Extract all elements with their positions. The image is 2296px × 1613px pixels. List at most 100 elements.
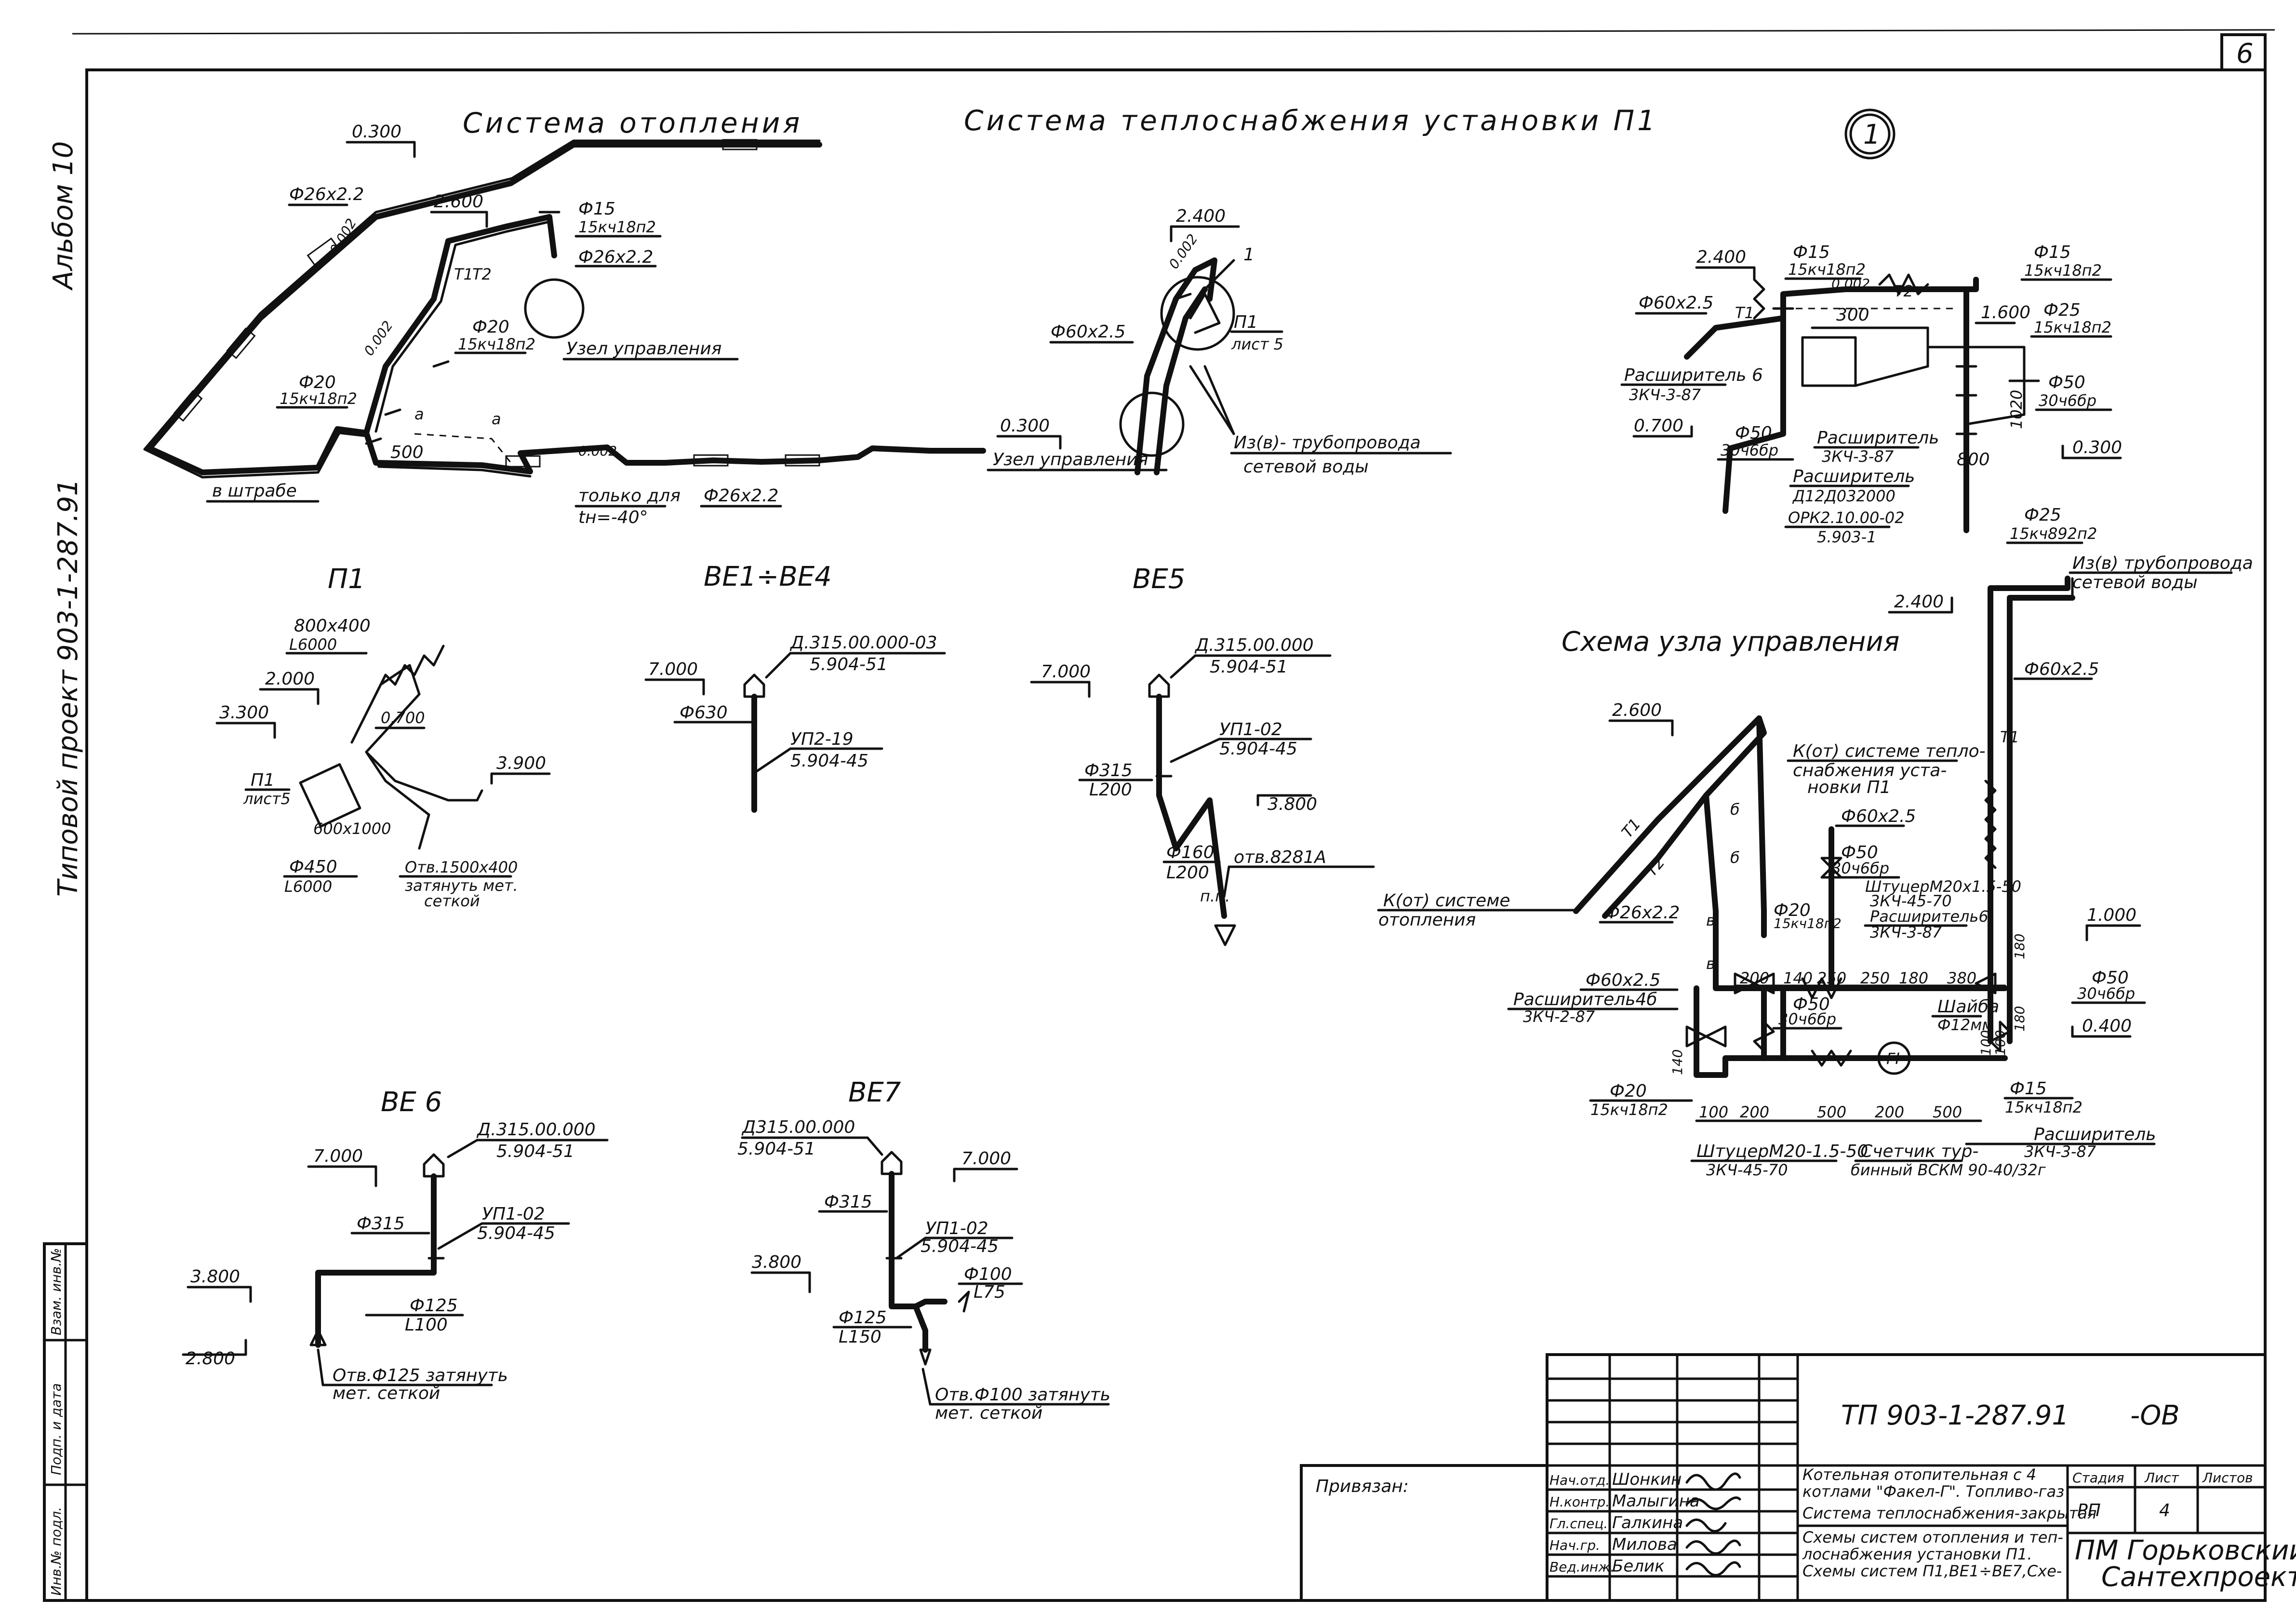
node-t2b: Т2 [1642,853,1669,880]
supply-d60: Ф60х2.5 [1051,322,1125,342]
node-net-water: сетевой воды [2072,573,2198,592]
detail-d15b: Ф15 [2034,242,2071,262]
be6-elev: 7.000 [313,1146,363,1166]
node-t1: Т1 [2000,728,2019,746]
node-marker: 1 [1844,108,1896,160]
be7-hole-2: мет. сеткой [935,1403,1042,1423]
supply-p1: П1 [1234,312,1258,332]
node-bot-dim-1: 200 [1740,1103,1769,1121]
sheet-frame: 6 [72,29,2275,1602]
heating-d20b-valve: 15кч18п2 [280,390,357,408]
desc-4: Схемы систем отопления и теп- [1802,1528,2063,1546]
heating-t1: Т1 [454,265,473,283]
titleblock-suffix: -ОВ [2130,1400,2180,1431]
node-exp4: Расширитель4б [1513,990,1657,1009]
elev-2600: 2.600 [434,192,483,212]
be5-d160: Ф160 [1166,843,1215,862]
be5-elev-3800: 3.800 [1268,794,1317,814]
detail-d50: Ф50 [2048,373,2085,392]
node-dim-3: 250 [1860,969,1890,987]
be5-d315b: L200 [1089,780,1132,800]
detail-d60: Ф60х2.5 [1639,293,1713,313]
be14-up: УП2-19 [790,729,854,749]
node-dim-180b: 180 [2012,1006,2028,1032]
node-washer: Шайба [1937,997,1999,1017]
stamp-col-1: Взам. инв.№ [48,1248,64,1335]
node-dim-180: 180 [2012,934,2028,959]
node-elev-2400: 2.400 [1894,592,1944,612]
name-5: Белик [1612,1557,1665,1576]
detail-t1: Т1 [1735,304,1754,322]
be14-up-2: 5.904-45 [790,751,868,771]
node-bot-dim-4: 500 [1933,1103,1962,1121]
node-exp6: Расширитель6 [1870,907,1989,926]
be5-scheme: ВЕ5 7.000 Д.315.00.000 5.904-51 УП1-02 5… [1030,564,1375,946]
org-line-2: Сантехпроект [2101,1561,2296,1593]
be6-d125: Ф125 [410,1296,458,1316]
node-d20-valve: 15кч18п2 [1774,915,1842,931]
sheets-header: Листов [2202,1470,2253,1486]
node-d50: Ф50 [1841,843,1878,862]
node-d20b-valve: 15кч18п2 [1590,1101,1668,1119]
be6-up-2: 5.904-45 [477,1223,555,1243]
node-exp-end: Расширитель [2034,1125,2156,1144]
p1-d450: Ф450 [289,857,337,877]
p1-size-1b: L6000 [289,635,337,654]
detail-d25: Ф25 [2043,300,2081,320]
be14-elev: 7.000 [648,659,698,679]
node-elev-0400: 0.400 [2082,1016,2132,1036]
node-k-heat-2: отопления [1378,910,1476,930]
node-dim-140: 140 [1669,1049,1685,1075]
be14-code: Д.315.00.000-03 [789,633,937,653]
node-b-4: в [1706,954,1715,973]
be6-title: ВЕ 6 [381,1087,442,1118]
heating-slope-2: 0.002 [361,318,396,359]
node-dim-100: 100 [1978,1030,1994,1056]
heating-d15-valve: 15кч18п2 [578,218,656,236]
p1-sheet5: лист5 [243,790,291,808]
elev-0300: 0.300 [352,122,401,142]
p1-size-2: 600х1000 [313,820,391,838]
role-2: Н.контр. [1549,1494,1610,1510]
node-exp-end-code: 3КЧ-3-87 [2024,1143,2096,1161]
be7-d315: Ф315 [824,1192,872,1212]
be7-d125b: L150 [839,1327,881,1347]
sheet-value: 4 [2159,1501,2170,1520]
heating-elev-0300b: 0.300 [1000,416,1050,436]
be5-code: Д.315.00.000 [1194,635,1314,655]
heating-d15: Ф15 [578,199,615,219]
be7-scheme: ВЕ7 Д315.00.000 5.904-51 7.000 Ф315 УП1-… [737,1077,1110,1423]
p1-elev-2000: 2.000 [265,669,315,689]
be6-elev-2800: 2.800 [186,1349,235,1369]
desc-3: Система теплоснабжения-закрытая [1802,1504,2096,1522]
node-dim-5: 380 [1947,969,1976,987]
supply-net-water: сетевой воды [1243,457,1369,477]
detail-d50b: Ф50 [1735,423,1772,443]
heating-dim-500: 500 [390,443,424,462]
detail-d50b-valve: 30ч6бр [1721,441,1778,459]
node-elev-2600: 2.600 [1612,700,1662,720]
left-stamp: Взам. инв.№ Подп. и дата Инв.№ подл. [43,1242,88,1602]
signatures [1685,1472,1741,1576]
detail-exp6: Расширитель 6 [1624,365,1763,385]
detail-slope: 0.002 [1831,276,1870,292]
node-k-supply-3: новки П1 [1807,778,1891,797]
be7-d100: Ф100 [964,1264,1012,1284]
be7-title: ВЕ7 [848,1077,901,1108]
name-2: Малыгина [1612,1492,1700,1511]
node-dim-100b: 100 [1992,1030,2008,1056]
be14-code-2: 5.904-51 [810,655,888,674]
detail-elev-0300: 0.300 [2072,438,2122,457]
node-dim-2: 250 [1817,969,1846,987]
be14-d630: Ф630 [680,703,728,723]
name-1: Шонкин [1612,1470,1682,1489]
detail-d15b-valve: 15кч18п2 [2024,261,2102,280]
be1-be4-scheme: ВЕ1÷ВЕ4 7.000 Д.315.00.000-03 5.904-51 Ф… [644,561,946,813]
node-d60c: Ф60х2.5 [1586,970,1660,990]
titleblock-bound: Привязан: [1316,1477,1409,1496]
heating-a-1: а [414,405,424,423]
node-d20b: Ф20 [1610,1081,1647,1101]
detail-exp2: Расширитель [1793,467,1915,486]
node-k-heat: К(от) системе [1383,891,1510,911]
desc-5: лоснабжения установки П1. [1802,1545,2032,1563]
